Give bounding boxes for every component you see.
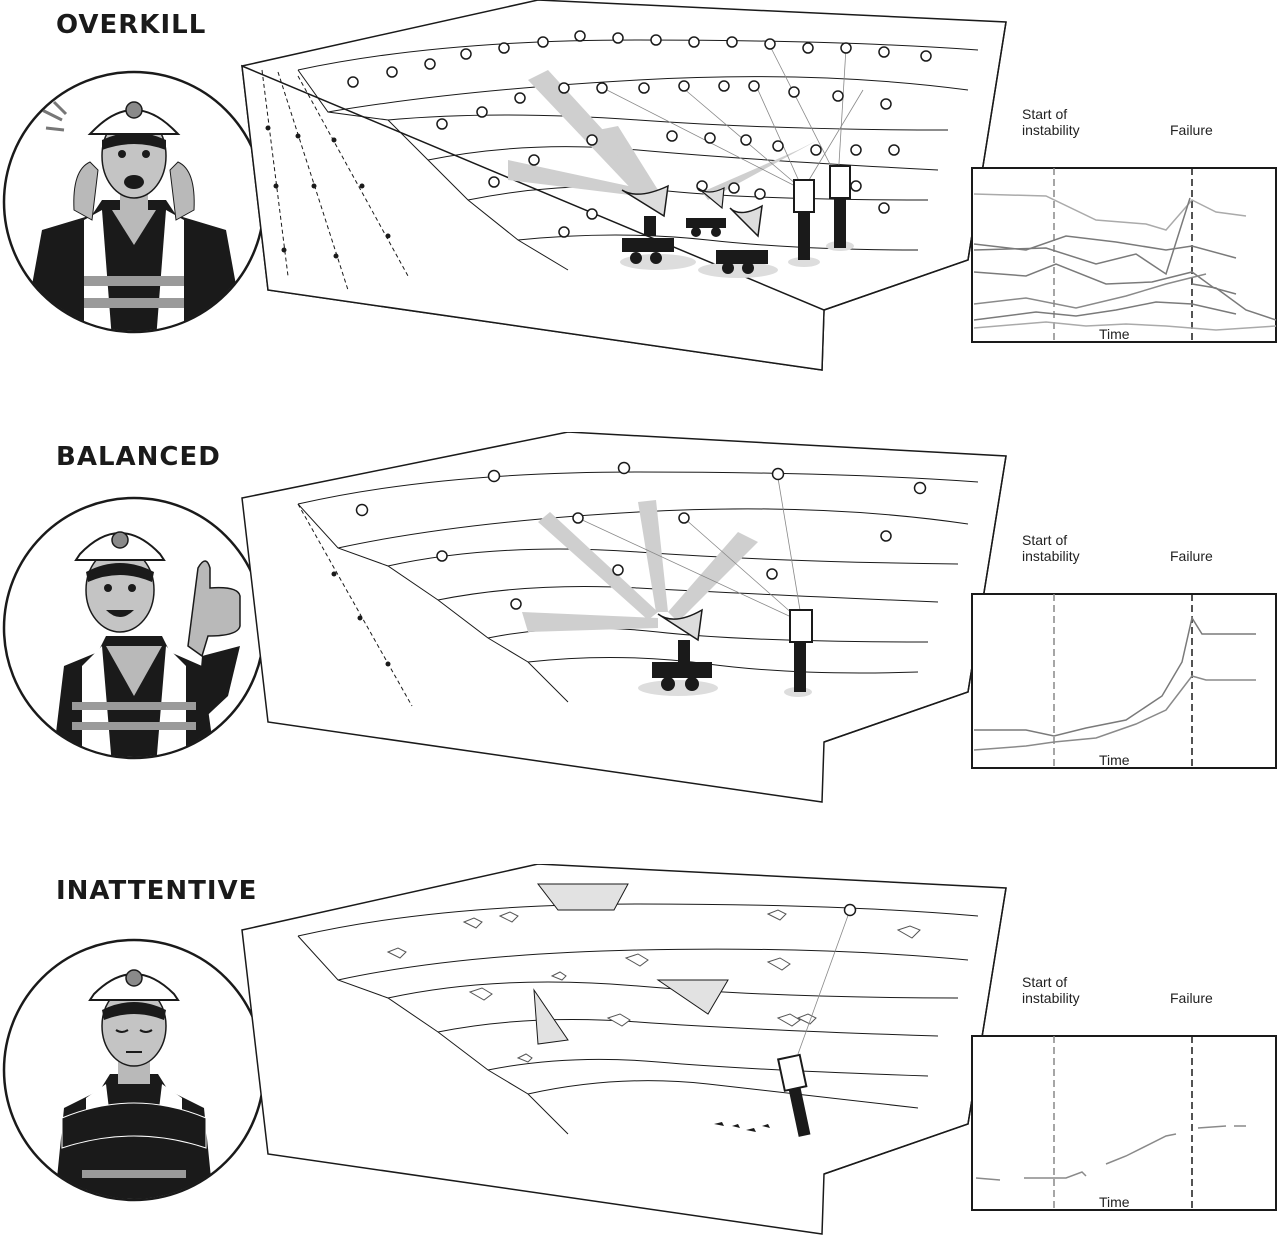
start-of-instability-label: Start of instability bbox=[1022, 974, 1080, 1006]
worker-balanced-icon bbox=[2, 496, 266, 760]
panel-balanced: BALANCED bbox=[0, 412, 1280, 824]
time-axis-label: Time bbox=[1099, 326, 1130, 342]
time-axis-label: Time bbox=[1099, 1194, 1130, 1210]
failure-label: Failure bbox=[1170, 990, 1213, 1006]
open-pit-mine-balanced bbox=[241, 432, 1007, 803]
total-station-icon bbox=[793, 179, 815, 260]
panel-overkill: OVERKILL bbox=[0, 0, 1280, 412]
failure-label: Failure bbox=[1170, 122, 1213, 138]
open-pit-mine-overkill bbox=[241, 0, 1007, 371]
panel-title: BALANCED bbox=[56, 442, 221, 472]
start-of-instability-label: Start of instability bbox=[1022, 532, 1080, 564]
panel-inattentive: INATTENTIVE bbox=[0, 824, 1280, 1236]
panel-title: OVERKILL bbox=[56, 10, 207, 40]
radar-dish-icon bbox=[621, 184, 674, 264]
open-pit-mine-inattentive bbox=[241, 864, 1007, 1235]
displacement-chart-inattentive bbox=[971, 1035, 1277, 1211]
start-of-instability-label: Start of instability bbox=[1022, 106, 1080, 138]
worker-overkill-icon bbox=[2, 70, 266, 334]
displacement-chart-balanced bbox=[971, 593, 1277, 769]
time-axis-label: Time bbox=[1099, 752, 1130, 768]
displacement-chart-overkill bbox=[971, 167, 1277, 343]
failure-label: Failure bbox=[1170, 548, 1213, 564]
worker-inattentive-icon bbox=[2, 938, 266, 1202]
panel-title: INATTENTIVE bbox=[56, 876, 258, 906]
